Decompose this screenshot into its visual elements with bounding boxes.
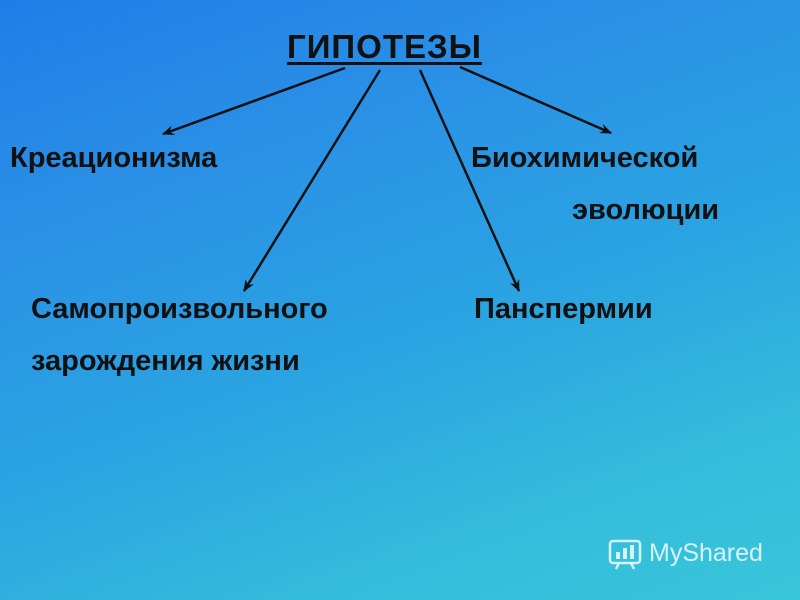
node-spontaneous-generation-line2: зарождения жизни bbox=[31, 345, 300, 377]
diagram-title: ГИПОТЕЗЫ bbox=[287, 28, 482, 65]
node-spontaneous-generation-line1: Самопроизвольного bbox=[31, 293, 328, 325]
arrow-to-biochemical-evolution bbox=[459, 65, 612, 135]
watermark-text: MyShared bbox=[649, 538, 763, 567]
node-biochemical-evolution-line1: Биохимической bbox=[471, 142, 699, 174]
arrow-to-creationism bbox=[162, 66, 346, 136]
node-panspermia: Панспермии bbox=[474, 293, 653, 325]
arrow-to-spontaneous-generation bbox=[242, 69, 382, 292]
node-creationism: Креационизма bbox=[10, 142, 218, 174]
node-biochemical-evolution-line2: эволюции bbox=[572, 194, 720, 226]
watermark: MyShared bbox=[607, 535, 763, 571]
myshared-logo-icon bbox=[608, 539, 642, 570]
arrow-to-panspermia bbox=[418, 69, 521, 292]
